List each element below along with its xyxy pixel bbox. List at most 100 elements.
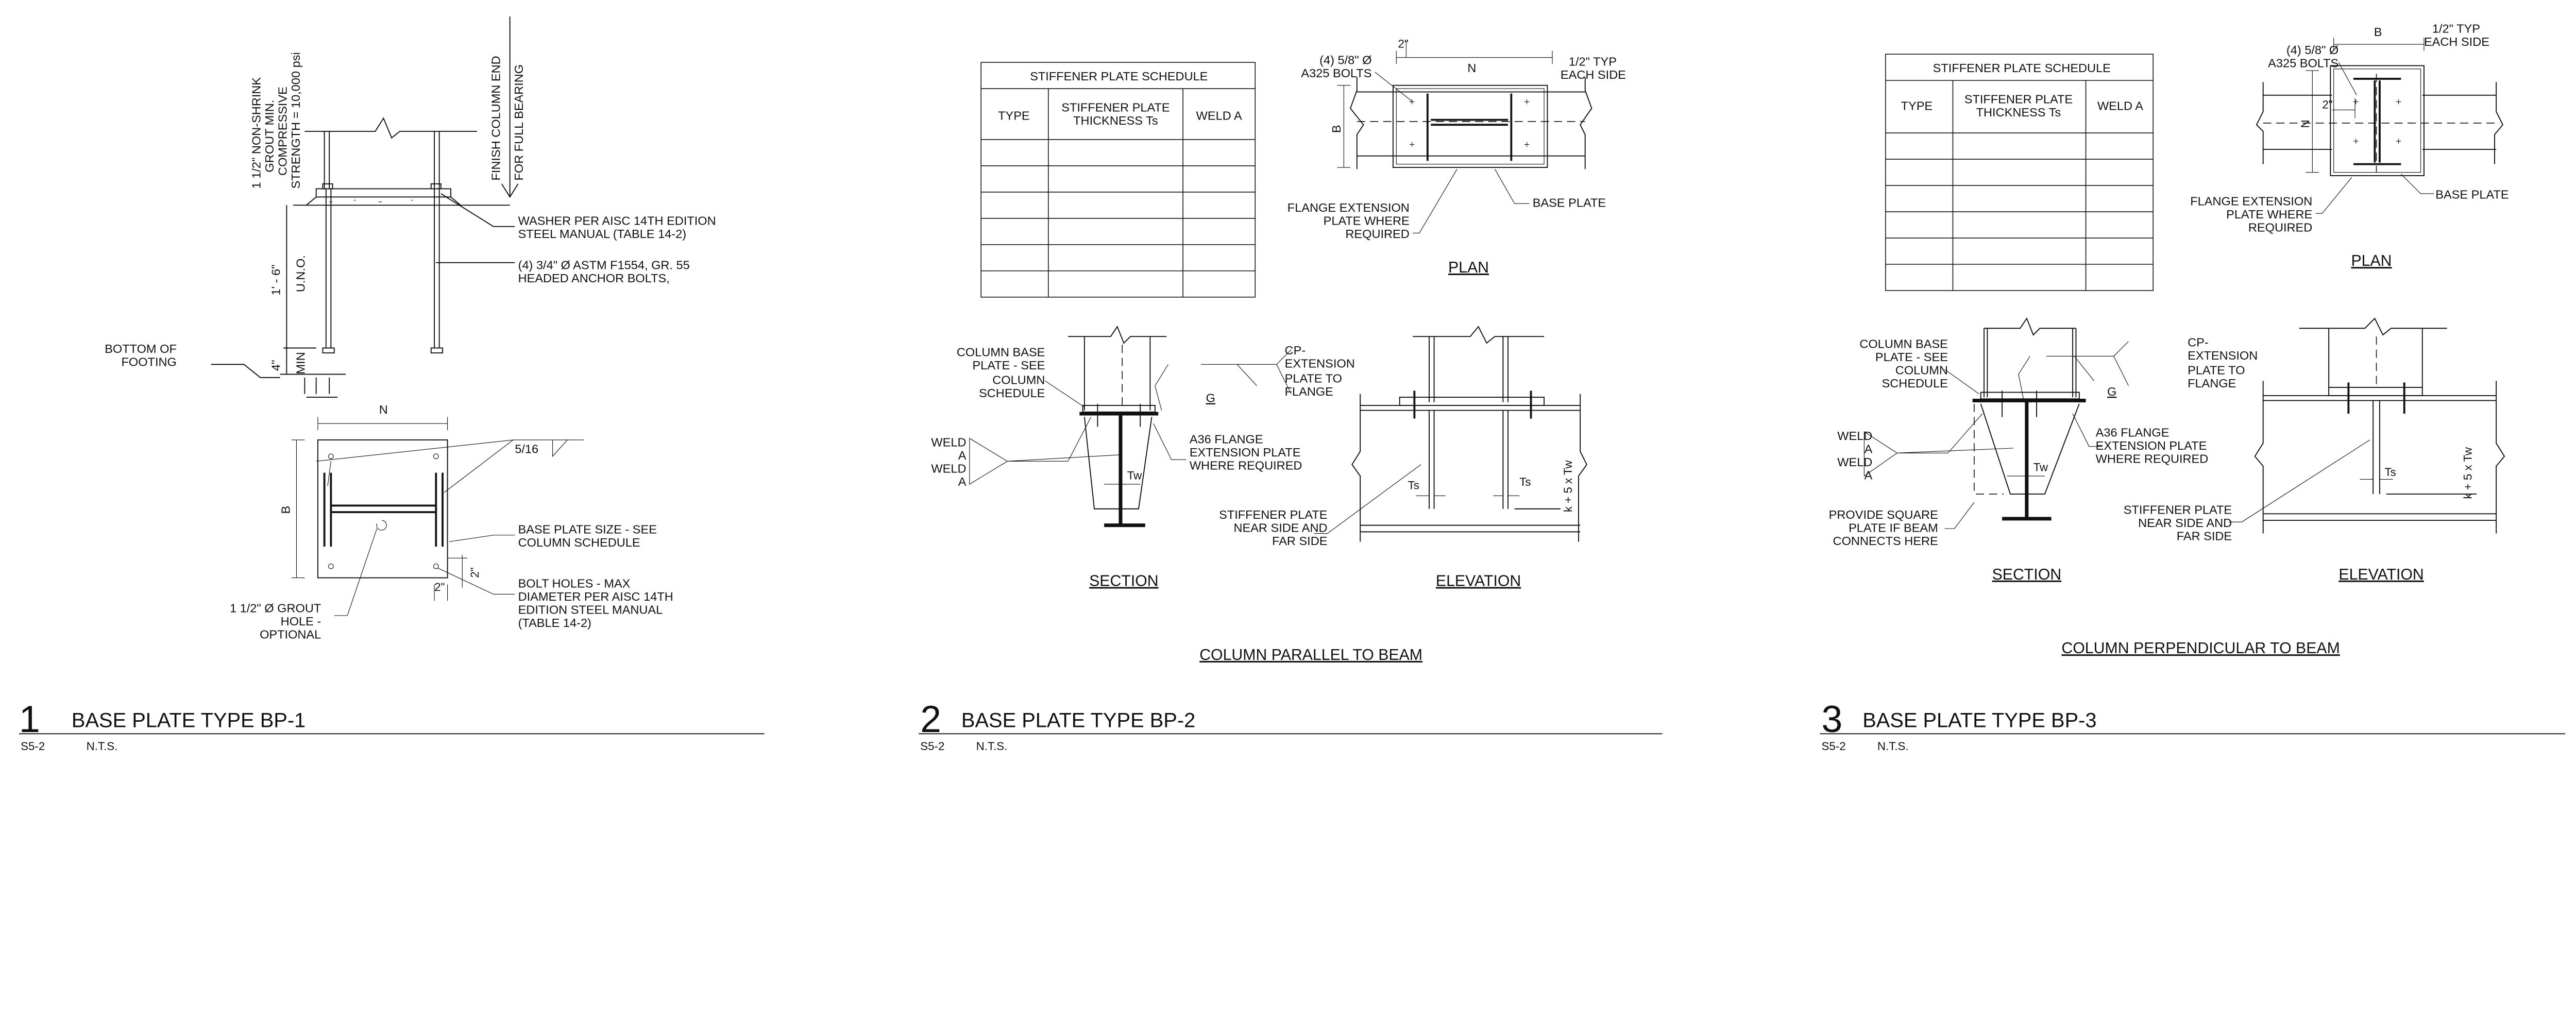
bolts-note-line: (4) 5/8" Ø bbox=[1319, 53, 1371, 66]
schedule-header-thickness: STIFFENER PLATE bbox=[1964, 93, 2073, 106]
plan-view-label: PLAN bbox=[1448, 259, 1489, 276]
detail-1: 1 1/2" NON-SHRINK GROUT MIN. COMPRESSIVE… bbox=[19, 16, 765, 753]
stiffener-schedule-table: STIFFENER PLATE SCHEDULE TYPE STIFFENER … bbox=[1885, 54, 2154, 291]
scale-note: N.T.S. bbox=[976, 740, 1008, 753]
a36-note-line: EXTENSION PLATE bbox=[2096, 439, 2207, 452]
tw-label: Tw bbox=[1127, 469, 1142, 482]
base-plate-note: BASE PLATE bbox=[2435, 188, 2509, 201]
flange-ext-note-line: FLANGE EXTENSION bbox=[2190, 194, 2312, 208]
weld-note-line: WELD bbox=[1837, 455, 1872, 469]
column-base-note-line: COLUMN bbox=[1895, 363, 1948, 377]
bolt-hole-note-line: DIAMETER PER AISC 14TH bbox=[518, 590, 673, 603]
detail-3: STIFFENER PLATE SCHEDULE TYPE STIFFENER … bbox=[1820, 22, 2565, 753]
edge-dim-horizontal: 2" bbox=[434, 581, 445, 593]
flange-ext-note-line: PLATE WHERE bbox=[2226, 208, 2312, 221]
schedule-header-type: TYPE bbox=[1901, 99, 1933, 112]
sheet-reference: S5-2 bbox=[21, 740, 45, 753]
detail-2: STIFFENER PLATE SCHEDULE TYPE STIFFENER … bbox=[919, 37, 1663, 753]
cp-note-line: CP- bbox=[2188, 335, 2209, 349]
dim-b: B bbox=[279, 506, 293, 514]
drawing-sheet: 1 1/2" NON-SHRINK GROUT MIN. COMPRESSIVE… bbox=[19, 16, 2565, 753]
schedule-header-weld: WELD A bbox=[1196, 109, 1242, 123]
cp-note-line: EXTENSION bbox=[2188, 349, 2258, 362]
stiffener-note-line: FAR SIDE bbox=[2177, 529, 2232, 542]
stiffener-note-line: NEAR SIDE AND bbox=[1233, 521, 1327, 534]
plan-view-label: PLAN bbox=[2351, 252, 2392, 269]
column-base-note-line: COLUMN BASE bbox=[1859, 337, 1948, 351]
cp-note-line: CP- bbox=[1285, 344, 1306, 357]
schedule-header-thickness: THICKNESS Ts bbox=[1073, 114, 1158, 127]
schedule-title: STIFFENER PLATE SCHEDULE bbox=[1030, 70, 1208, 83]
flange-ext-note-line: PLATE WHERE bbox=[1324, 214, 1410, 228]
washer-note-line: STEEL MANUAL (TABLE 14-2) bbox=[518, 227, 686, 241]
dim-n: N bbox=[2299, 120, 2312, 128]
tw-label: Tw bbox=[2033, 461, 2048, 473]
embed-dim: 1' - 6" bbox=[269, 265, 283, 296]
bolts-note-line: A325 BOLTS bbox=[1301, 66, 1371, 80]
stiffener-note-line: NEAR SIDE AND bbox=[2138, 516, 2232, 530]
typ-note-line: 1/2" TYP bbox=[2432, 22, 2480, 36]
detail-subtitle: COLUMN PERPENDICULAR TO BEAM bbox=[2061, 640, 2340, 657]
cp-note-line: EXTENSION bbox=[1285, 357, 1355, 370]
bolt-hole-note-line: (TABLE 14-2) bbox=[518, 616, 591, 630]
sheet-reference: S5-2 bbox=[1822, 740, 1846, 753]
g-label: G bbox=[2107, 385, 2116, 398]
weld-note-line: A bbox=[1865, 442, 1873, 455]
weld-note-line: WELD bbox=[931, 462, 966, 475]
finish-note-line: FINISH COLUMN END bbox=[489, 56, 503, 180]
weld-note-line: A bbox=[958, 449, 967, 462]
weld-note-line: WELD bbox=[931, 436, 966, 449]
column-base-note-line: PLATE - SEE bbox=[1875, 350, 1948, 364]
weld-note-line: WELD bbox=[1837, 429, 1872, 443]
typ-note-line: EACH SIDE bbox=[2424, 35, 2489, 48]
detail-1-elevation: 1 1/2" NON-SHRINK GROUT MIN. COMPRESSIVE… bbox=[105, 16, 716, 398]
detail-3-section: COLUMN BASE PLATE - SEE COLUMN SCHEDULE … bbox=[1829, 317, 2258, 583]
section-view-label: SECTION bbox=[1089, 573, 1159, 590]
weld-note-line: A bbox=[1865, 468, 1873, 482]
elevation-view-label: ELEVATION bbox=[2338, 566, 2424, 583]
bolts-note-line: A325 BOLTS bbox=[2268, 57, 2338, 70]
square-plate-note-line: PLATE IF BEAM bbox=[1849, 521, 1938, 534]
column-base-note-line: PLATE - SEE bbox=[972, 359, 1045, 372]
stiffener-note-line: STIFFENER PLATE bbox=[2124, 503, 2232, 516]
dim-n: N bbox=[379, 403, 388, 416]
column-base-note-line: SCHEDULE bbox=[1882, 377, 1948, 390]
grout-note-line: COMPRESSIVE bbox=[276, 87, 289, 176]
scale-note: N.T.S. bbox=[87, 740, 118, 753]
embed-qualifier: U.N.O. bbox=[294, 255, 307, 292]
cp-note-line: PLATE TO bbox=[2188, 363, 2245, 377]
grout-hole-note-line: 1 1/2" Ø GROUT bbox=[230, 602, 321, 615]
dim-b: B bbox=[1330, 125, 1343, 133]
schedule-header-thickness: STIFFENER PLATE bbox=[1061, 101, 1170, 114]
bolt-hole-note-line: EDITION STEEL MANUAL bbox=[518, 603, 663, 617]
detail-subtitle: COLUMN PARALLEL TO BEAM bbox=[1199, 647, 1422, 664]
footing-note-line: BOTTOM OF bbox=[105, 342, 177, 355]
detail-2-title-block: 2 BASE PLATE TYPE BP-2 S5-2 N.T.S. bbox=[919, 698, 1663, 753]
anchor-note-line: (4) 3/4" Ø ASTM F1554, GR. 55 bbox=[518, 259, 690, 272]
schedule-title: STIFFENER PLATE SCHEDULE bbox=[1933, 61, 2111, 75]
grout-hole-note-line: OPTIONAL bbox=[260, 627, 321, 641]
typ-note-line: EACH SIDE bbox=[1561, 68, 1626, 81]
detail-2-section: COLUMN BASE PLATE - SEE COLUMN SCHEDULE … bbox=[931, 326, 1355, 590]
grout-note-line: STRENGTH = 10,000 psi bbox=[289, 52, 302, 189]
k-dim: k + 5 x Tw bbox=[1562, 460, 1574, 512]
a36-note-line: WHERE REQUIRED bbox=[1190, 458, 1302, 472]
column-base-note-line: SCHEDULE bbox=[979, 386, 1045, 400]
detail-2-plan: (4) 5/8" Ø A325 BOLTS 2" N B 1/2" TYP EA… bbox=[1287, 37, 1626, 276]
detail-3-elevation: Ts STIFFENER PLATE NEAR SIDE AND FAR SID… bbox=[2124, 317, 2505, 583]
finish-note-line: FOR FULL BEARING bbox=[512, 64, 526, 181]
scale-note: N.T.S. bbox=[1877, 740, 1909, 753]
a36-note-line: WHERE REQUIRED bbox=[2096, 452, 2209, 466]
detail-1-plan: N B 5/16 BASE PLATE SIZE - SEE COLUMN SC… bbox=[230, 403, 673, 641]
ts-label: Ts bbox=[2384, 466, 2396, 479]
weld-note-line: A bbox=[958, 475, 967, 488]
column-base-note-line: COLUMN bbox=[992, 373, 1045, 387]
washer-note-line: WASHER PER AISC 14TH EDITION bbox=[518, 214, 716, 228]
detail-title: BASE PLATE TYPE BP-2 bbox=[961, 709, 1195, 732]
flange-ext-note-line: REQUIRED bbox=[2248, 220, 2312, 234]
edge-dim: 2" bbox=[1398, 37, 1408, 50]
detail-2-elevation: Ts Ts STIFFENER PLATE NEAR SIDE AND FAR … bbox=[1219, 326, 1588, 590]
bolt-hole-note-line: BOLT HOLES - MAX bbox=[518, 577, 631, 590]
a36-note-line: A36 FLANGE bbox=[1190, 432, 1263, 446]
typ-note-line: 1/2" TYP bbox=[1569, 55, 1617, 68]
